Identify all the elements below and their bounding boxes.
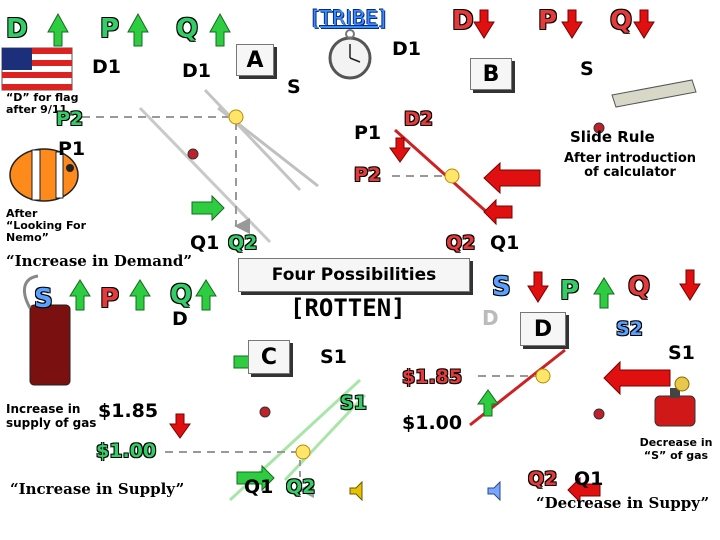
label-q1-d: Q1 bbox=[574, 468, 604, 490]
increase-supply-caption: “Increase in Supply” bbox=[10, 480, 185, 498]
label-d2: D2 bbox=[404, 108, 433, 130]
flag-note: “D” for flag after 9/11 bbox=[6, 91, 79, 117]
equilibrium-dot-b bbox=[593, 122, 605, 134]
label-p1-b: P1 bbox=[354, 122, 382, 144]
up-arrow-icon bbox=[209, 12, 231, 47]
demand-curve-d1 bbox=[138, 106, 272, 244]
star-icon bbox=[295, 444, 311, 460]
down-arrow-icon bbox=[169, 413, 191, 439]
label-q2-c: Q2 bbox=[286, 476, 316, 498]
increase-supply-gas-caption: Increase in supply of gas bbox=[6, 402, 97, 431]
label-q1-b: Q1 bbox=[490, 232, 520, 254]
us-flag-icon bbox=[1, 47, 73, 91]
demand-curve-main bbox=[203, 88, 302, 192]
decrease-s-gas-caption: Decrease in “S” of gas bbox=[639, 436, 713, 463]
label-p2: P2 bbox=[56, 108, 84, 130]
price-low-d: $1.00 bbox=[402, 412, 463, 434]
page-title: [TRIBE] bbox=[312, 6, 386, 30]
down-arrow-icon bbox=[473, 9, 495, 39]
label-s1-d: S1 bbox=[668, 342, 695, 364]
shift-arrow-a bbox=[191, 194, 225, 222]
down-arrow-icon bbox=[527, 271, 549, 303]
label-q1-c: Q1 bbox=[244, 476, 274, 498]
quadrant-b-box: B bbox=[470, 58, 512, 90]
star-icon bbox=[228, 109, 244, 125]
quadrant-c-box: C bbox=[248, 340, 290, 374]
gas-pump-icon bbox=[654, 388, 696, 427]
shift-arrow-b bbox=[483, 161, 541, 195]
label-q2: Q2 bbox=[228, 232, 258, 254]
four-possibilities-banner: Four Possibilities bbox=[238, 258, 470, 292]
star-icon bbox=[535, 368, 551, 384]
price-low-c: $1.00 bbox=[96, 440, 157, 462]
label-p1: P1 bbox=[58, 138, 86, 160]
label-s-d: S bbox=[492, 272, 511, 302]
down-arrow-icon bbox=[389, 137, 411, 163]
up-arrow-icon bbox=[195, 279, 217, 311]
up-arrow-icon bbox=[129, 279, 151, 311]
label-q-c: Q bbox=[170, 280, 193, 310]
up-arrow-icon bbox=[477, 389, 499, 417]
nemo-note: After “Looking For Nemo” bbox=[6, 207, 87, 245]
label-q: Q bbox=[176, 14, 199, 44]
shift-arrow-d bbox=[603, 360, 671, 396]
price-high-c: $1.85 bbox=[98, 400, 159, 422]
decrease-supply-caption: “Decrease in Suppy” bbox=[536, 494, 710, 512]
label-p2-b: P2 bbox=[354, 164, 382, 186]
equilibrium-dot-d bbox=[593, 408, 605, 420]
supply-curve-s1 bbox=[283, 393, 367, 482]
money-bag-icon bbox=[674, 376, 690, 392]
gas-can-icon bbox=[22, 274, 71, 386]
label-s: S bbox=[287, 76, 301, 98]
pocket-watch-icon bbox=[328, 29, 372, 80]
label-s-c: S bbox=[34, 284, 53, 314]
speaker-icon bbox=[487, 480, 501, 502]
rotten-caption: [ROTTEN] bbox=[290, 294, 406, 322]
equilibrium-dot-c bbox=[259, 406, 271, 418]
shift-arrow-c bbox=[236, 464, 275, 492]
label-p-d: P bbox=[560, 276, 580, 306]
label-q2-b: Q2 bbox=[446, 232, 476, 254]
increase-demand-caption: “Increase in Demand” bbox=[6, 252, 193, 270]
label-p-top: P bbox=[538, 6, 558, 36]
label-d1-top: D1 bbox=[392, 38, 421, 60]
quadrant-d-box: D bbox=[520, 312, 566, 346]
label-d1: D1 bbox=[92, 56, 121, 78]
label-p-c: P bbox=[100, 284, 120, 314]
label-d-faint: D bbox=[482, 306, 499, 330]
label-s2: S2 bbox=[616, 318, 643, 340]
shift-arrow-d2 bbox=[567, 476, 601, 504]
up-arrow-icon bbox=[127, 12, 149, 47]
up-arrow-icon bbox=[47, 12, 69, 47]
demand-curve-b bbox=[393, 128, 492, 217]
label-s-b: S bbox=[580, 58, 594, 80]
speaker-icon bbox=[349, 480, 363, 502]
label-q-top: Q bbox=[610, 6, 633, 36]
label-d-c: D bbox=[172, 308, 188, 330]
star-icon bbox=[444, 168, 460, 184]
up-arrow-icon bbox=[593, 277, 615, 309]
label-p: P bbox=[100, 14, 120, 44]
slide-rule-caption: Slide Rule bbox=[570, 128, 655, 146]
label-s1: S1 bbox=[320, 346, 347, 368]
price-high-d: $1.85 bbox=[402, 366, 463, 388]
label-d: D bbox=[6, 14, 28, 44]
label-q2-d: Q2 bbox=[528, 468, 558, 490]
label-d-top: D bbox=[452, 6, 474, 36]
shift-arrow-b2 bbox=[483, 198, 513, 226]
quadrant-a-box: A bbox=[236, 44, 274, 76]
label-q1: Q1 bbox=[190, 232, 220, 254]
down-arrow-icon bbox=[633, 9, 655, 39]
calculator-note: After introduction of calculator bbox=[563, 151, 697, 181]
up-arrow-icon bbox=[69, 279, 91, 311]
down-arrow-icon bbox=[679, 269, 701, 301]
label-q-d: Q bbox=[628, 272, 651, 302]
down-arrow-icon bbox=[561, 9, 583, 39]
equilibrium-dot-a1 bbox=[187, 148, 199, 160]
label-s1-b: S1 bbox=[340, 392, 367, 414]
clownfish-icon bbox=[9, 148, 79, 202]
label-d1-b: D1 bbox=[182, 60, 211, 82]
slide-rule-icon bbox=[611, 79, 697, 108]
